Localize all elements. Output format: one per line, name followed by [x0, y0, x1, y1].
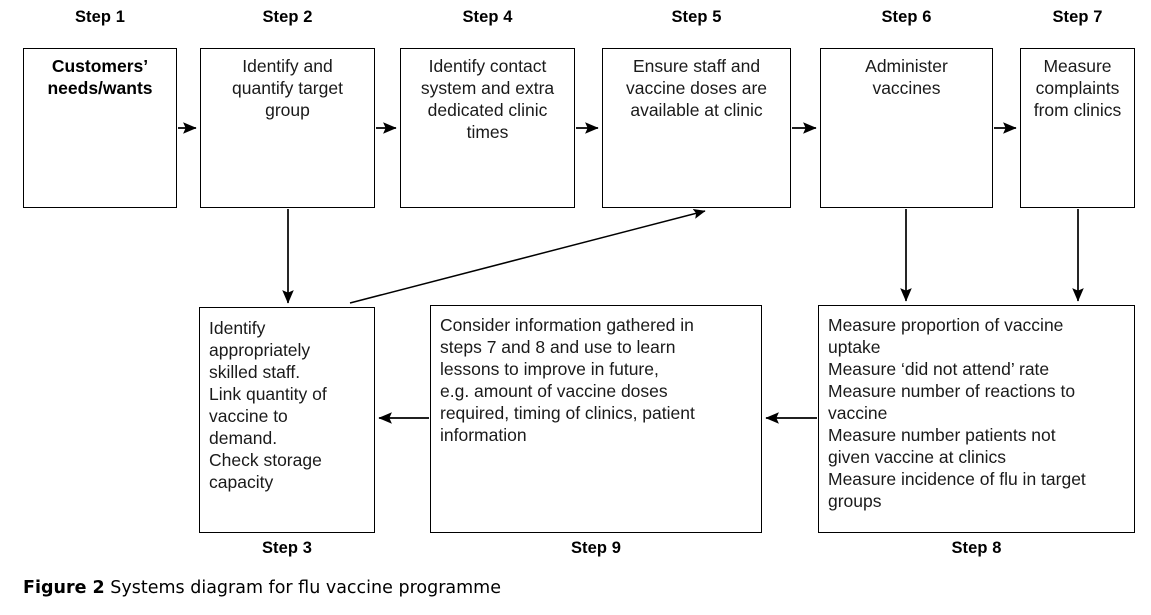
step-label-step9: Step 9	[570, 539, 622, 557]
step-label-step5: Step 5	[671, 8, 722, 26]
node-step5[interactable]: Ensure staff and vaccine doses are avail…	[602, 48, 791, 208]
figure-caption-text: Systems diagram for flu vaccine programm…	[104, 578, 501, 598]
figure-caption: Figure 2 Systems diagram for flu vaccine…	[23, 578, 501, 598]
node-step4[interactable]: Identify contact system and extra dedica…	[400, 48, 575, 208]
step-label-step8: Step 8	[951, 539, 1002, 557]
figure-caption-prefix: Figure 2	[23, 578, 105, 598]
node-step9[interactable]: Consider information gathered in steps 7…	[430, 305, 762, 533]
step-label-step6: Step 6	[881, 8, 932, 26]
node-step7[interactable]: Measure complaints from clinics	[1020, 48, 1135, 208]
node-step1[interactable]: Customers’ needs/wants	[23, 48, 177, 208]
node-step6[interactable]: Administer vaccines	[820, 48, 993, 208]
node-step3[interactable]: Identify appropriately skilled staff. Li…	[199, 307, 375, 533]
step-label-step7: Step 7	[1052, 8, 1103, 26]
node-step2[interactable]: Identify and quantify target group	[200, 48, 375, 208]
step-label-step1: Step 1	[74, 8, 126, 26]
arrow-step3-step5	[349, 208, 706, 304]
node-step8[interactable]: Measure proportion of vaccine uptake Mea…	[818, 305, 1135, 533]
step-label-step2: Step 2	[262, 8, 313, 26]
step-label-step3: Step 3	[261, 539, 313, 557]
step-label-step4: Step 4	[462, 8, 513, 26]
